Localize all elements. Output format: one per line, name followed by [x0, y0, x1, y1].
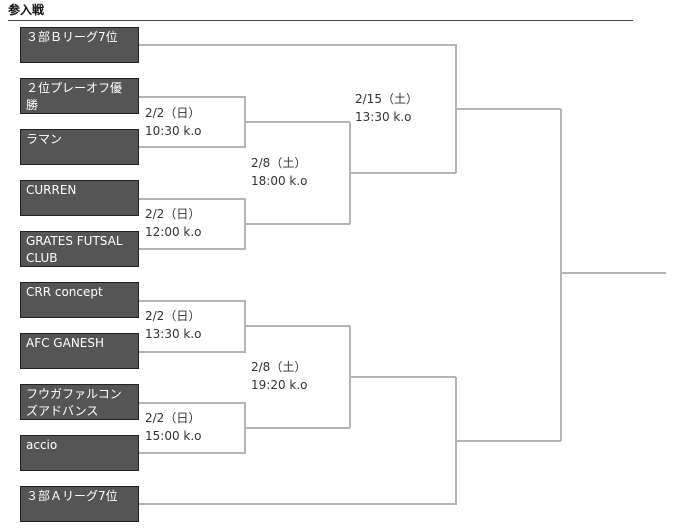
match-date: 2/8（土） — [251, 156, 307, 170]
match-info-r2-b: 2/8（土） 19:20 k.o — [251, 358, 308, 394]
bracket-line-r1-a — [139, 96, 350, 148]
bracket-line-r3-b — [139, 377, 561, 505]
team-name: フウガファルコンズアドバンス — [26, 387, 122, 418]
match-time: 18:00 k.o — [251, 174, 308, 188]
team-name: GRATES FUTSAL CLUB — [26, 234, 123, 265]
team-box-grates: GRATES FUTSAL CLUB — [20, 231, 139, 267]
match-info-r1-d: 2/2（日） 15:00 k.o — [145, 409, 202, 445]
match-info-r3-a: 2/15（土） 13:30 k.o — [355, 90, 418, 126]
team-name: CRR concept — [26, 285, 103, 299]
bracket-line-r1-b — [139, 198, 350, 250]
match-date: 2/2（日） — [145, 207, 201, 221]
bracket-line-r3-a — [139, 44, 561, 173]
match-date: 2/2（日） — [145, 106, 201, 120]
match-date: 2/8（土） — [251, 360, 307, 374]
team-name: CURREN — [26, 183, 77, 197]
bracket-line-r2-b — [349, 326, 456, 428]
team-box-afc-ganesh: AFC GANESH — [20, 333, 139, 369]
team-box-fuuga: フウガファルコンズアドバンス — [20, 384, 139, 420]
team-box-curren: CURREN — [20, 180, 139, 216]
team-box-laman: ラマン — [20, 129, 139, 165]
match-date: 2/15（土） — [355, 92, 418, 106]
bracket-line-r1-d — [139, 402, 350, 454]
bracket-line-r1-c — [139, 300, 350, 353]
match-time: 12:00 k.o — [145, 225, 202, 239]
bracket-line-r2-a — [349, 122, 456, 224]
match-info-r2-a: 2/8（土） 18:00 k.o — [251, 154, 308, 190]
match-date: 2/2（日） — [145, 309, 201, 323]
team-name: accio — [26, 438, 58, 452]
section-divider — [8, 20, 633, 21]
match-time: 13:30 k.o — [145, 327, 202, 341]
team-box-seed-b7: ３部Ｂリーグ7位 — [20, 27, 139, 63]
team-name: AFC GANESH — [26, 336, 105, 350]
match-info-r1-c: 2/2（日） 13:30 k.o — [145, 307, 202, 343]
team-name: ３部Ａリーグ7位 — [26, 489, 118, 503]
team-name: ラマン — [26, 132, 63, 146]
match-time: 13:30 k.o — [355, 110, 412, 124]
team-name: ２位プレーオフ優勝 — [26, 81, 123, 112]
team-box-crr-concept: CRR concept — [20, 282, 139, 318]
match-time: 15:00 k.o — [145, 429, 202, 443]
match-time: 19:20 k.o — [251, 378, 308, 392]
match-info-r1-a: 2/2（日） 10:30 k.o — [145, 104, 202, 140]
match-time: 10:30 k.o — [145, 124, 202, 138]
match-info-r1-b: 2/2（日） 12:00 k.o — [145, 205, 202, 241]
bracket-line-final — [560, 109, 666, 441]
team-name: ３部Ｂリーグ7位 — [26, 30, 118, 44]
team-box-accio: accio — [20, 435, 139, 471]
match-date: 2/2（日） — [145, 411, 201, 425]
team-box-seed-a7: ３部Ａリーグ7位 — [20, 486, 139, 522]
section-title: 参入戦 — [8, 3, 45, 17]
team-box-playoff-winner: ２位プレーオフ優勝 — [20, 78, 139, 114]
